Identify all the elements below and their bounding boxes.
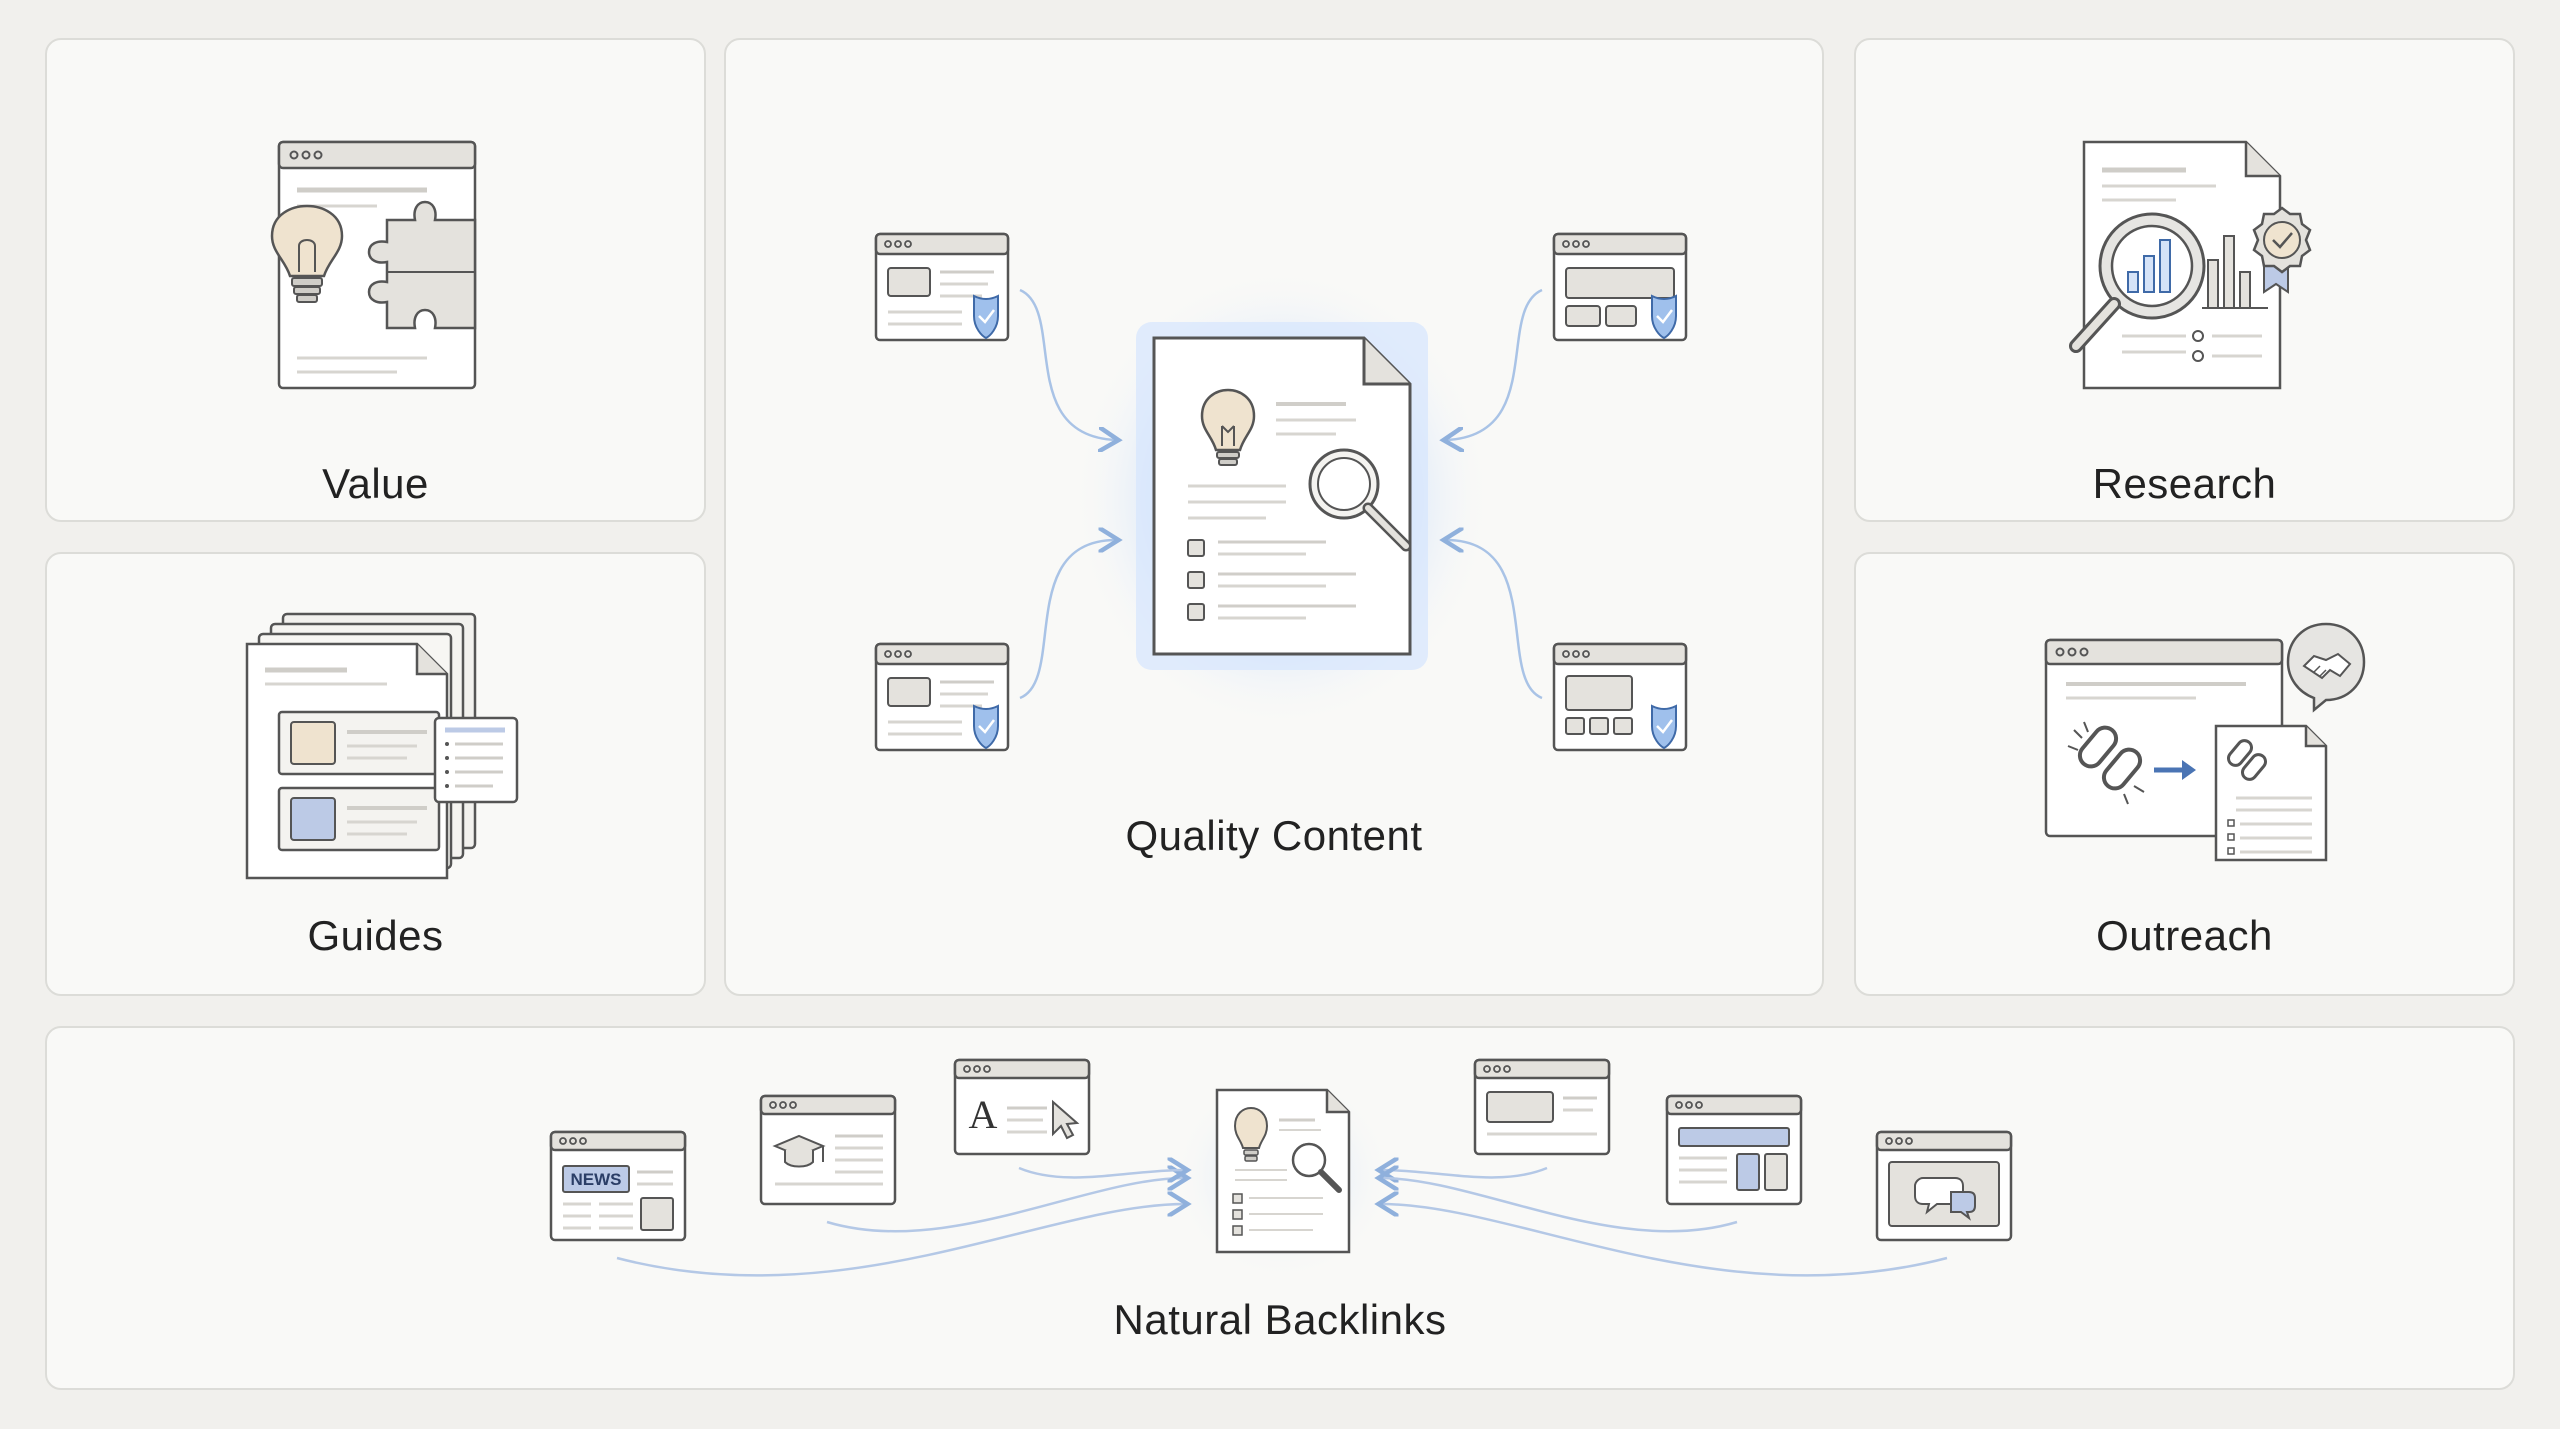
arrow-icon — [1019, 288, 1116, 440]
magnifier-icon — [1291, 1142, 1342, 1193]
research-card: Research — [1854, 38, 2515, 522]
link-icon — [2067, 721, 2145, 805]
outreach-illustration — [2044, 622, 2366, 862]
arrow-icon — [826, 1178, 1185, 1233]
value-card: Value — [45, 38, 706, 522]
award-badge-icon — [2252, 206, 2312, 294]
lightbulb-icon — [1200, 388, 1256, 466]
browser-window-icon — [1552, 232, 1688, 342]
link-icon — [2227, 739, 2267, 781]
font-site-icon: A — [953, 1058, 1091, 1156]
research-illustration — [2069, 140, 2312, 390]
document-icon — [2214, 724, 2328, 862]
research-label: Research — [2092, 460, 2277, 507]
news-site-icon: NEWS — [549, 1130, 687, 1242]
browser-window-icon — [874, 232, 1010, 342]
connector-arrows — [616, 1168, 1948, 1277]
document-icon — [1215, 1088, 1351, 1254]
connector-arrows — [1019, 288, 1543, 700]
magnifier-icon — [2069, 212, 2206, 353]
checklist-icon — [1187, 539, 1356, 621]
quality-content-label: Quality Content — [1125, 812, 1423, 859]
quality-content-illustration — [874, 232, 1688, 752]
handshake-icon — [2286, 622, 2366, 713]
news-badge-text: NEWS — [571, 1170, 622, 1189]
arrow-icon — [1381, 1204, 1948, 1277]
arrow-right-icon — [2154, 760, 2196, 780]
natural-backlinks-illustration: NEWS — [549, 1058, 2013, 1280]
quality-content-card: Quality Content — [724, 38, 1824, 996]
value-label: Value — [322, 460, 429, 507]
arrow-icon — [1381, 1178, 1738, 1233]
chat-site-icon — [1875, 1130, 2013, 1242]
magnifier-icon — [1308, 448, 1412, 552]
natural-backlinks-card: NEWS — [45, 1026, 2515, 1390]
document-icon — [1152, 336, 1412, 656]
browser-window-icon — [1665, 1094, 1803, 1206]
arrow-icon — [1019, 540, 1116, 700]
lightbulb-icon — [1233, 1106, 1269, 1162]
value-illustration — [270, 140, 477, 390]
font-letter-text: A — [969, 1092, 998, 1137]
browser-window-icon — [1552, 642, 1688, 752]
guides-label: Guides — [307, 912, 444, 959]
outreach-label: Outreach — [2096, 912, 2273, 959]
bar-chart-icon — [2202, 235, 2268, 309]
lightbulb-icon — [270, 204, 344, 303]
browser-window-icon — [1473, 1058, 1611, 1156]
outreach-card: Outreach — [1854, 552, 2515, 996]
arrow-icon — [1381, 1168, 1548, 1177]
guides-illustration — [245, 612, 519, 880]
shield-check-icon — [1651, 704, 1677, 750]
stacked-documents-icon — [245, 612, 477, 880]
guides-card: Guides — [45, 552, 706, 996]
cursor-icon — [1052, 1099, 1080, 1140]
browser-window-icon — [874, 642, 1010, 752]
shield-check-icon — [1651, 294, 1677, 340]
education-site-icon — [759, 1094, 897, 1206]
puzzle-piece-icon — [367, 200, 477, 330]
shield-check-icon — [973, 294, 999, 340]
arrow-icon — [1018, 1168, 1185, 1177]
arrow-icon — [1446, 540, 1543, 700]
checklist-card-icon — [433, 716, 519, 804]
natural-backlinks-label: Natural Backlinks — [1113, 1296, 1447, 1343]
arrow-icon — [1446, 288, 1543, 440]
arrow-icon — [616, 1204, 1185, 1277]
shield-check-icon — [973, 704, 999, 750]
